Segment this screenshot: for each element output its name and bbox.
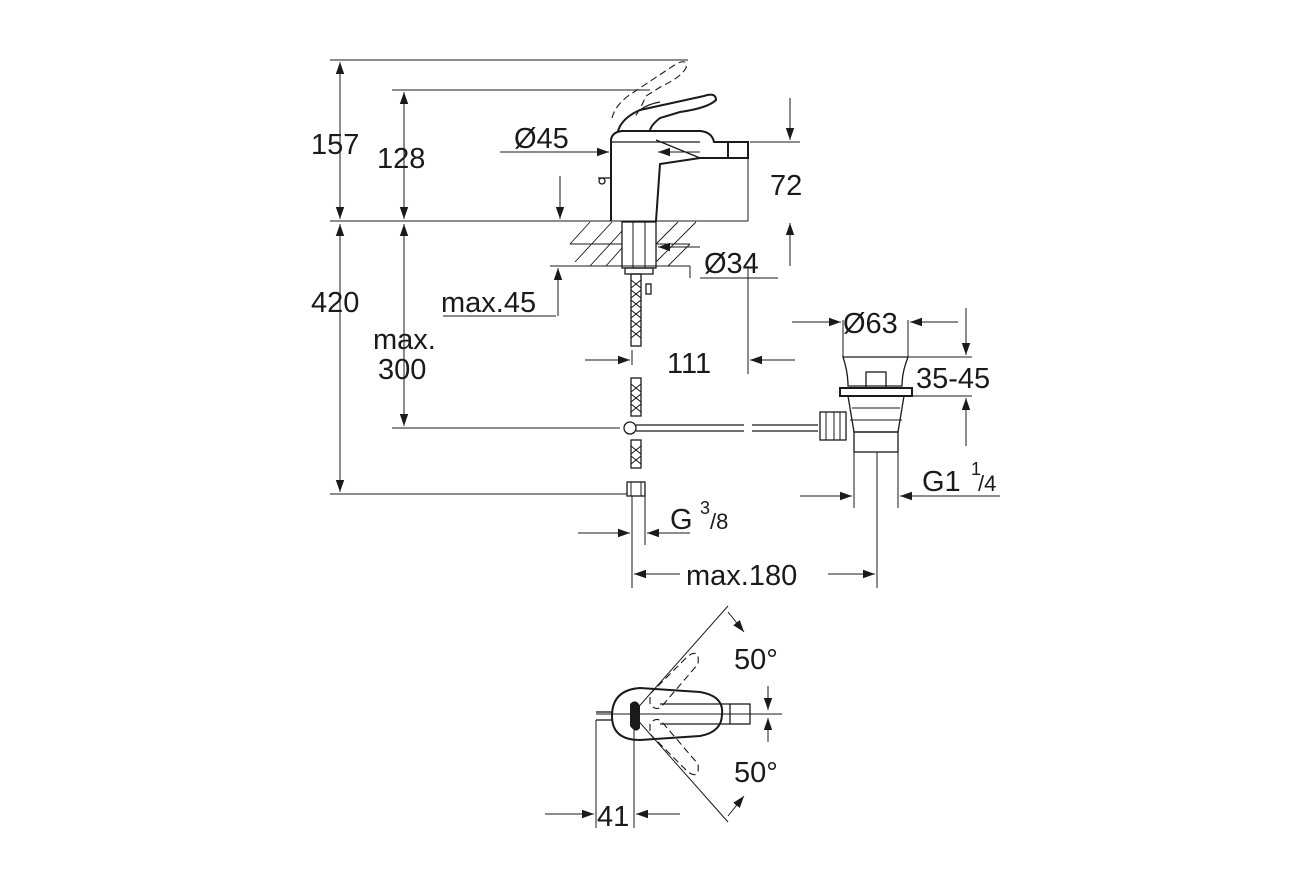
dimension-arrows: [335, 62, 1000, 579]
popup-rod: [392, 421, 818, 435]
plan-lever-front-rotated: [649, 718, 699, 776]
label-lever-angle-back: 50°: [734, 644, 778, 676]
plan-view: [545, 605, 782, 828]
dimension-labels: 157 128 Ø45 72 Ø34 max.45 420 max. 300 1…: [311, 123, 996, 833]
plan-lever: [610, 686, 724, 742]
label-supply-thread: G: [670, 504, 693, 536]
tailpiece: [621, 221, 657, 295]
label-lever-offset: 41: [597, 801, 629, 833]
label-waste-thread-den: /4: [978, 471, 996, 496]
label-hole-diameter: Ø34: [704, 248, 759, 280]
label-waste-diameter: Ø63: [843, 308, 898, 340]
label-spout-reach: 111: [667, 348, 711, 380]
label-hose-max-b: 300: [378, 354, 426, 386]
plan-lever-cap: [630, 701, 640, 731]
label-waste-range: 35-45: [916, 363, 990, 395]
lever-handle-raised: [611, 61, 687, 119]
faucet-body: [598, 130, 749, 222]
waste-assembly: [819, 356, 913, 453]
label-total-height: 157: [311, 129, 359, 161]
plan-lever-back-rotated: [649, 652, 699, 710]
label-hose-max-a: max.: [373, 324, 436, 356]
deck-hatch-right: [655, 221, 697, 267]
plan-spout-nozzle: [729, 703, 751, 725]
lever-handle: [617, 93, 718, 132]
label-waste-thread-num: 1: [971, 459, 981, 479]
label-deck-thickness: max.45: [441, 287, 536, 319]
flex-hose: [626, 273, 646, 497]
label-spout-height: 72: [770, 170, 802, 202]
label-supply-thread-den: /8: [710, 509, 728, 534]
label-body-diameter: Ø45: [514, 123, 569, 155]
deck-hatch-left: [569, 221, 623, 267]
label-waste-thread: G1: [922, 466, 961, 498]
label-total-below: 420: [311, 287, 359, 319]
label-waste-offset: max.180: [686, 560, 797, 592]
elevation-view: [330, 59, 1000, 588]
label-supply-thread-num: 3: [700, 498, 710, 518]
extension-lines: [330, 59, 972, 588]
label-body-height: 128: [377, 143, 425, 175]
label-lever-angle-front: 50°: [734, 757, 778, 789]
